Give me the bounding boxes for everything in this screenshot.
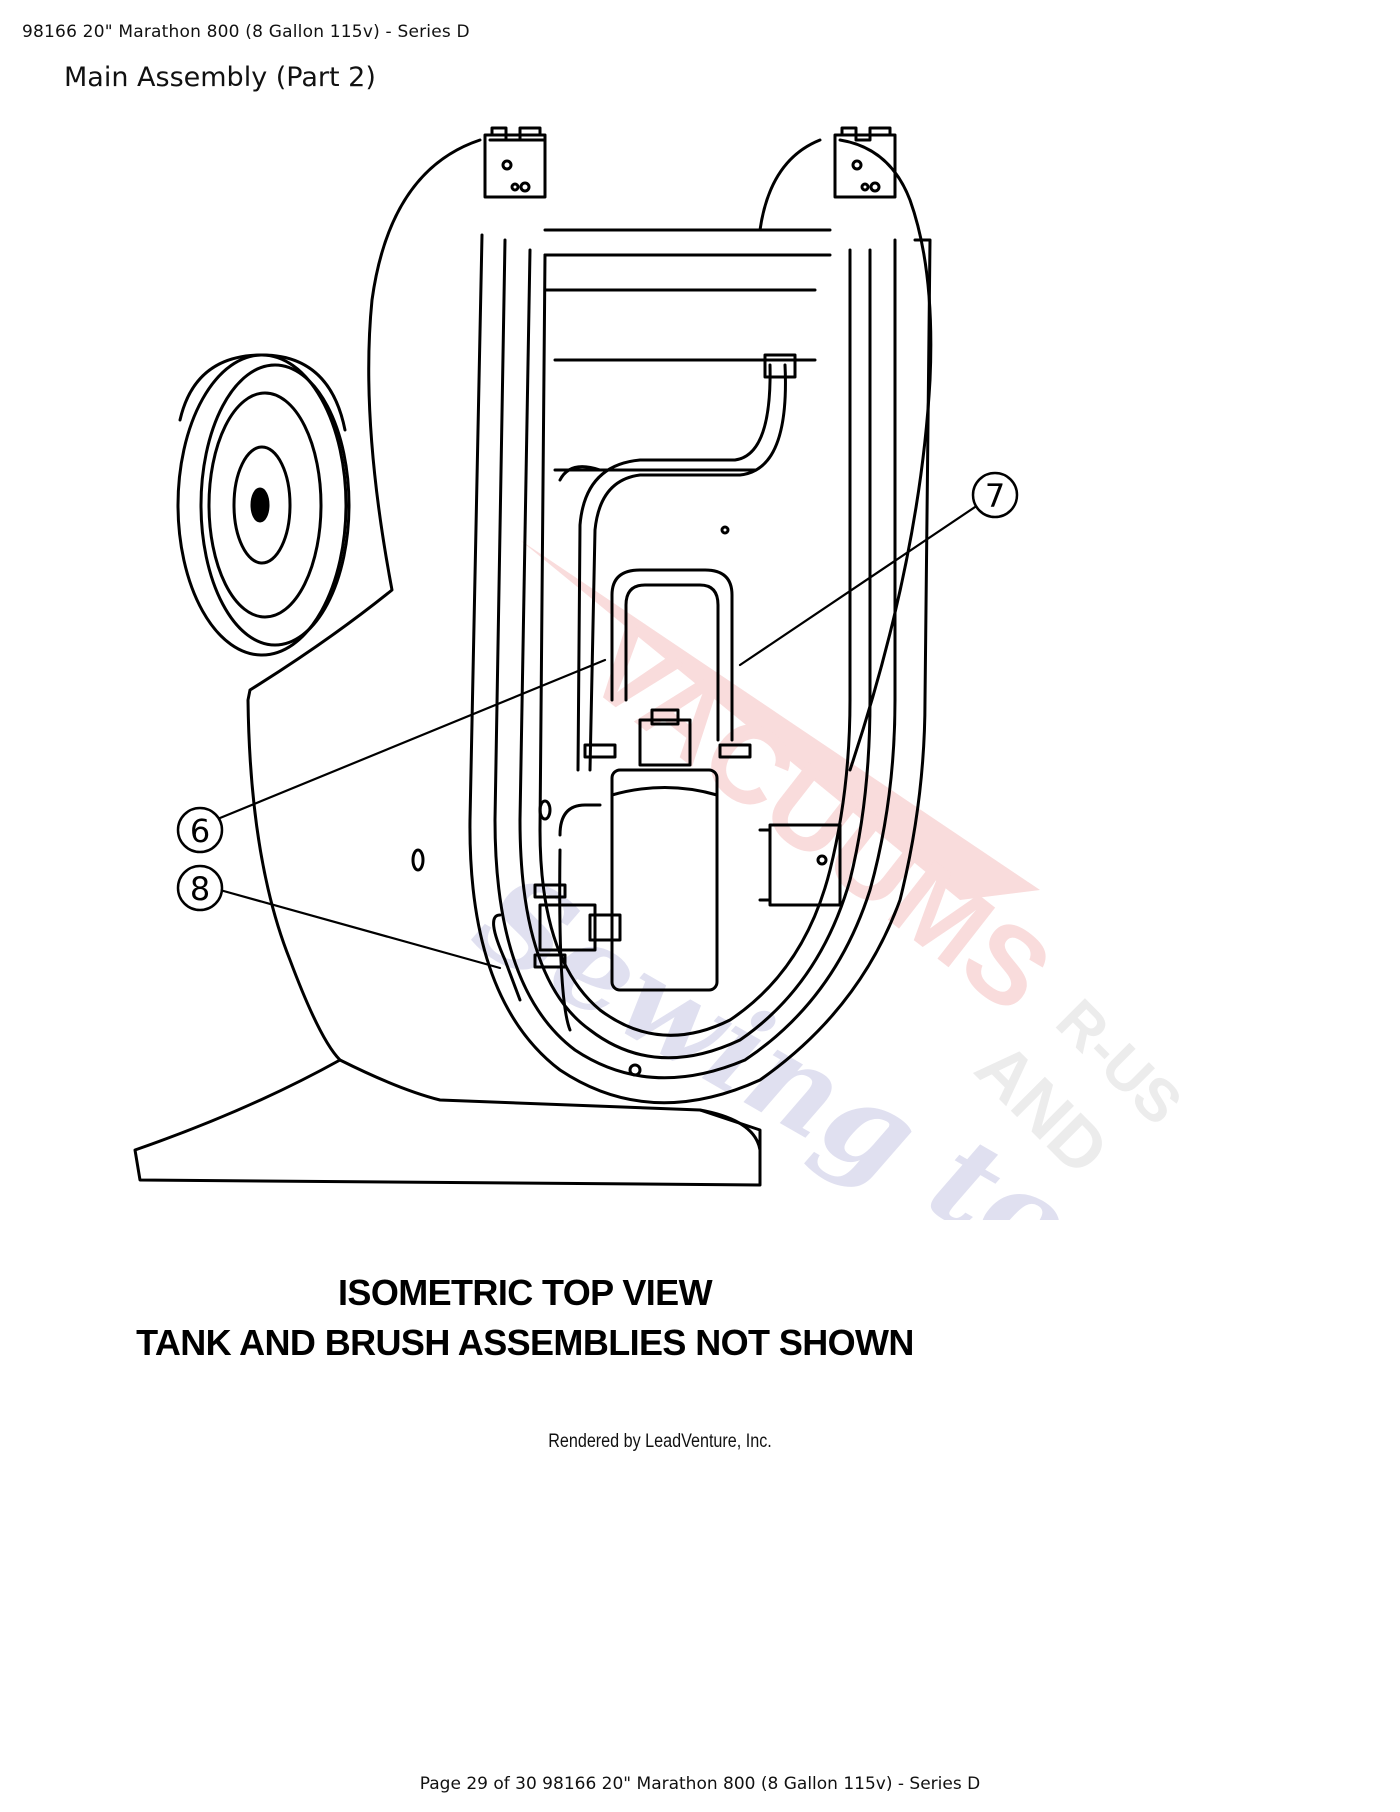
callout-8: 8 (176, 864, 224, 912)
callout-6: 6 (176, 806, 224, 854)
wheel (176, 353, 351, 657)
diagram-caption-line-1: ISOMETRIC TOP VIEW (338, 1272, 713, 1313)
svg-text:6: 6 (190, 812, 210, 850)
machine-body (133, 126, 933, 1187)
document-header: 98166 20" Marathon 800 (8 Gallon 115v) -… (22, 22, 470, 42)
leader-lines (218, 503, 980, 970)
svg-text:7: 7 (985, 477, 1005, 515)
render-credit: Rendered by LeadVenture, Inc. (548, 1431, 772, 1452)
callout-7: 7 (971, 471, 1019, 519)
parts-diagram: VACUUMS R-US AND Sewing too (133, 126, 1195, 1220)
svg-text:8: 8 (190, 870, 210, 908)
diagram-caption-line-2: TANK AND BRUSH ASSEMBLIES NOT SHOWN (136, 1322, 914, 1363)
section-title: Main Assembly (Part 2) (64, 62, 376, 93)
watermark: VACUUMS R-US AND Sewing too (453, 540, 1195, 1220)
page-footer: Page 29 of 30 98166 20" Marathon 800 (8 … (419, 1774, 981, 1794)
